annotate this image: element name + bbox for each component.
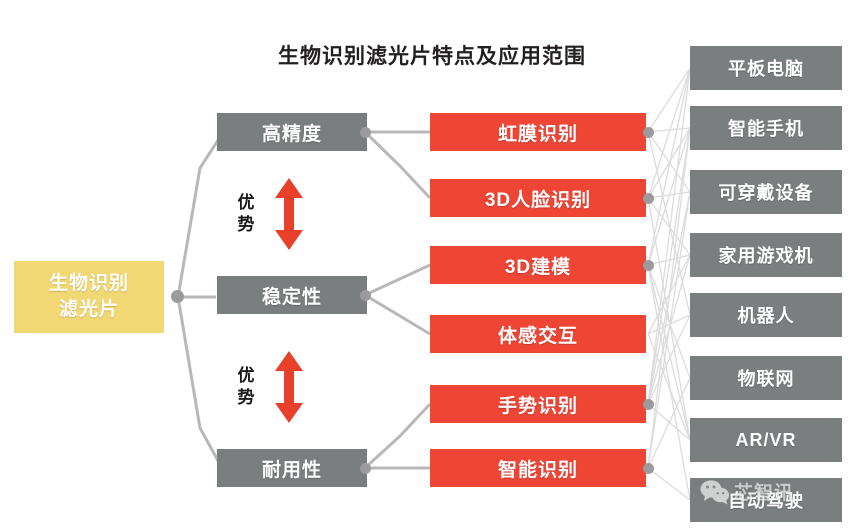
application-node-3d-face[interactable]: 3D人脸识别 xyxy=(430,179,646,217)
application-node-smart-recognition[interactable]: 智能识别 xyxy=(430,449,646,487)
market-node-game-console[interactable]: 家用游戏机 xyxy=(690,233,842,277)
advantage-label-2: 优 势 xyxy=(237,366,255,407)
market-node-autonomous-driving[interactable]: 自动驾驶 xyxy=(690,478,842,522)
root-node-label-line1: 生物识别 xyxy=(48,273,129,294)
feature-node-durability[interactable]: 耐用性 xyxy=(217,449,367,487)
market-label: 自动驾驶 xyxy=(728,491,804,511)
feature-label: 稳定性 xyxy=(261,286,322,308)
application-connector-dot-iris xyxy=(643,127,654,138)
application-node-gesture[interactable]: 手势识别 xyxy=(430,385,646,423)
market-node-tablet[interactable]: 平板电脑 xyxy=(690,46,842,90)
market-node-robot[interactable]: 机器人 xyxy=(690,293,842,337)
market-label: AR/VR xyxy=(735,429,797,450)
application-label: 体感交互 xyxy=(497,325,578,347)
application-connector-dot-smart-recognition xyxy=(643,463,654,474)
application-label: 3D人脸识别 xyxy=(484,189,592,211)
feature-connector-dot-stability xyxy=(360,290,371,301)
feature-node-stability[interactable]: 稳定性 xyxy=(217,276,367,314)
application-connector-dot-gesture xyxy=(643,399,654,410)
market-node-wearable[interactable]: 可穿戴设备 xyxy=(690,170,842,214)
market-node-iot[interactable]: 物联网 xyxy=(690,356,842,400)
application-label: 智能识别 xyxy=(497,459,578,481)
feature-label: 耐用性 xyxy=(261,459,322,481)
application-label: 3D建模 xyxy=(504,256,572,278)
advantage-marker-1: 优 势 xyxy=(232,176,306,252)
application-label: 虹膜识别 xyxy=(497,123,578,145)
double-head-vertical-arrow-icon xyxy=(275,351,303,423)
application-connector-dot-3d-modeling xyxy=(643,260,654,271)
market-label: 家用游戏机 xyxy=(718,246,814,266)
market-label: 机器人 xyxy=(737,306,795,326)
application-node-iris[interactable]: 虹膜识别 xyxy=(430,113,646,151)
market-label: 可穿戴设备 xyxy=(718,183,814,203)
application-node-3d-modeling[interactable]: 3D建模 xyxy=(430,246,646,284)
root-hub-dot xyxy=(171,290,184,303)
feature-label: 高精度 xyxy=(261,123,322,145)
root-node-biometric-filter[interactable]: 生物识别 滤光片 xyxy=(14,261,164,333)
market-label: 物联网 xyxy=(737,369,795,389)
page-title: 生物识别滤光片特点及应用范围 xyxy=(278,45,586,68)
application-node-motion-interaction[interactable]: 体感交互 xyxy=(430,315,646,353)
advantage-label-1: 优 势 xyxy=(237,193,255,234)
root-node-label-line2: 滤光片 xyxy=(58,299,119,320)
application-label: 手势识别 xyxy=(497,395,578,417)
feature-node-high-precision[interactable]: 高精度 xyxy=(217,113,367,151)
double-head-vertical-arrow-icon xyxy=(275,178,303,250)
market-label: 智能手机 xyxy=(728,119,804,139)
application-connector-dot-3d-face xyxy=(643,193,654,204)
market-label: 平板电脑 xyxy=(728,59,804,79)
market-node-smartphone[interactable]: 智能手机 xyxy=(690,106,842,150)
advantage-marker-2: 优 势 xyxy=(232,349,306,425)
feature-connector-dot-durability xyxy=(360,463,371,474)
feature-connector-dot-high-precision xyxy=(360,127,371,138)
market-node-arvr[interactable]: AR/VR xyxy=(690,418,842,462)
